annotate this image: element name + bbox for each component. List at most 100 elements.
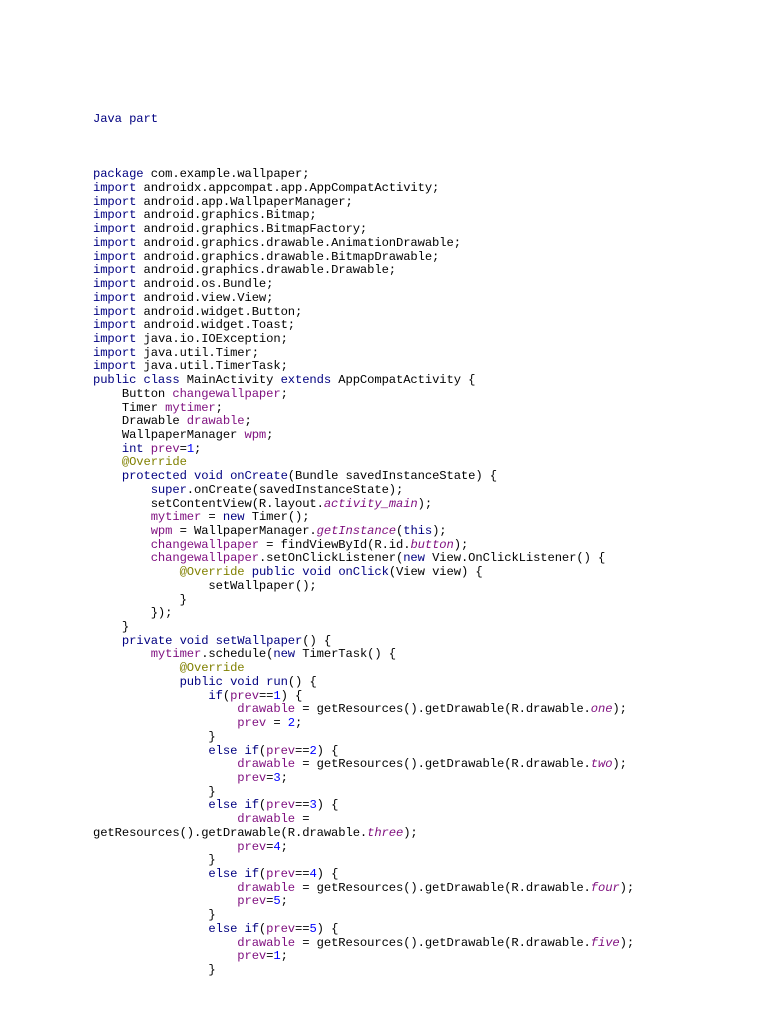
code-token: Timer [93, 400, 166, 415]
code-token: else if [208, 743, 259, 758]
code-token: one [590, 702, 613, 717]
code-line: @Override [93, 661, 634, 676]
code-token: three [367, 825, 404, 840]
code-token [93, 469, 122, 483]
code-token: setContentView(R.layout. [93, 496, 324, 511]
code-token: import [93, 208, 137, 223]
code-token: = [266, 839, 274, 854]
code-token: ; [280, 949, 288, 964]
code-token: package [93, 167, 144, 182]
code-token: ) { [316, 743, 339, 758]
code-line: prev=4; [93, 839, 634, 855]
code-token: Timer(); [244, 510, 310, 525]
code-token: }); [93, 606, 173, 621]
code-token: else if [208, 866, 259, 881]
code-line: import android.widget.Toast; [93, 318, 634, 333]
code-token [93, 524, 151, 538]
code-token [93, 757, 237, 771]
code-token [93, 949, 237, 963]
code-token: = findViewById(R.id. [258, 537, 411, 552]
code-token: ( [258, 921, 267, 936]
code-token: drawable [237, 935, 295, 950]
code-token: == [295, 866, 310, 881]
code-line: prev = 2; [93, 716, 634, 731]
code-token: prev [150, 441, 180, 456]
code-token: if [208, 688, 223, 703]
code-line: mytimer = new Timer(); [93, 510, 634, 525]
code-token: View.OnClickListener() { [424, 551, 606, 566]
code-token [93, 716, 237, 730]
code-token: super [150, 482, 187, 497]
code-token: changewallpaper [150, 551, 259, 566]
code-token [245, 565, 252, 579]
code-token: == [258, 688, 274, 703]
code-line: super.onCreate(savedInstanceState); [93, 482, 634, 498]
code-token: wpm [150, 524, 173, 538]
code-token: .schedule( [201, 647, 274, 662]
code-line: else if(prev==3) { [93, 799, 634, 813]
code-token: ); [403, 825, 418, 840]
code-token: import [93, 345, 137, 360]
code-token: four [590, 880, 620, 895]
code-token: () { [287, 674, 317, 689]
code-token [93, 675, 180, 689]
code-line: public void run() { [93, 674, 634, 690]
code-token [93, 881, 237, 895]
code-line: import java.io.IOException; [93, 331, 634, 347]
code-token: == [295, 798, 310, 813]
code-token: = [201, 510, 223, 525]
code-token: prev [237, 894, 267, 909]
code-token: ) { [280, 688, 303, 703]
code-line: import android.graphics.BitmapFactory; [93, 222, 634, 237]
code-token: .setOnClickListener( [258, 551, 404, 566]
code-token [93, 510, 151, 524]
code-token: Drawable [93, 414, 187, 429]
code-token: 4 [309, 866, 317, 881]
code-line: getResources().getDrawable(R.drawable.th… [93, 825, 634, 841]
code-token: 1 [273, 688, 281, 703]
code-token: prev [237, 770, 267, 785]
code-token: = getResources().getDrawable(R.drawable. [295, 880, 591, 895]
code-token: ) { [316, 921, 339, 936]
code-token: import [93, 318, 137, 333]
code-token: android.widget.Button; [136, 304, 303, 319]
code-token: ( [258, 866, 267, 881]
code-line: import android.app.WallpaperManager; [93, 195, 634, 210]
code-token: public void [179, 674, 259, 689]
code-token: = [266, 770, 274, 785]
code-token: = [295, 812, 310, 827]
code-line: else if(prev==4) { [93, 866, 634, 882]
code-line: Timer mytimer; [93, 400, 634, 416]
code-token: ; [280, 839, 288, 854]
code-token [93, 702, 237, 716]
code-token: ); [417, 496, 433, 511]
code-token: java.io.IOException; [136, 331, 288, 346]
code-token: two [590, 757, 613, 772]
code-line: drawable = getResources().getDrawable(R.… [93, 757, 634, 772]
code-line: mytimer.schedule(new TimerTask() { [93, 648, 634, 662]
code-token: ; [295, 716, 303, 731]
code-token: ); [432, 524, 447, 538]
code-token: @Override [121, 455, 187, 470]
code-token: import [93, 290, 137, 305]
code-token: drawable [186, 414, 245, 429]
code-token: run [266, 674, 288, 689]
code-line: protected void onCreate(Bundle savedInst… [93, 469, 634, 484]
code-token: ); [619, 935, 635, 950]
code-token: } [93, 784, 216, 799]
code-token: ; [280, 770, 288, 785]
code-token: setWallpaper [215, 633, 303, 648]
code-token: 3 [273, 770, 281, 785]
code-token: MainActivity [179, 373, 281, 388]
code-token: drawable [237, 880, 295, 895]
code-token: ) { [316, 798, 339, 813]
code-token: drawable [237, 812, 295, 827]
code-token: android.widget.Toast; [136, 318, 296, 333]
code-token: new [273, 647, 296, 662]
code-line: else if(prev==2) { [93, 743, 634, 759]
code-token: this [403, 524, 433, 538]
code-token [93, 442, 122, 456]
code-token: ( [222, 688, 231, 703]
code-token: import [93, 359, 137, 374]
